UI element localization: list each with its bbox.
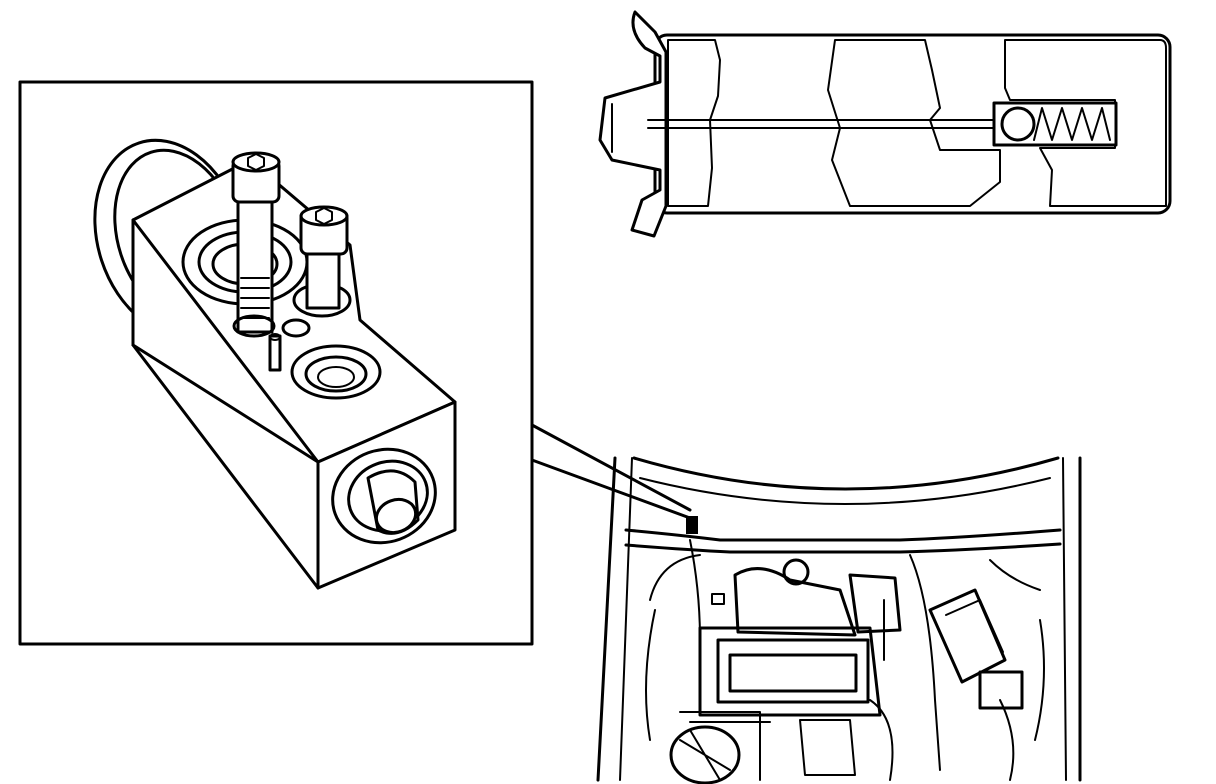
expansion-valve-detail-panel <box>18 80 534 646</box>
mounting-screw-short <box>292 205 352 318</box>
detail-frame <box>18 80 534 646</box>
locating-holes <box>268 318 311 372</box>
callout-leader <box>530 423 692 520</box>
lower-port <box>290 344 382 400</box>
mounting-screw-long <box>231 151 281 338</box>
end-port-plug <box>331 447 437 545</box>
engine-bay-panel <box>596 456 1082 784</box>
valve-location-marker <box>686 516 698 534</box>
valve-cross-section-panel <box>598 10 1172 238</box>
engine-cover <box>716 638 870 704</box>
